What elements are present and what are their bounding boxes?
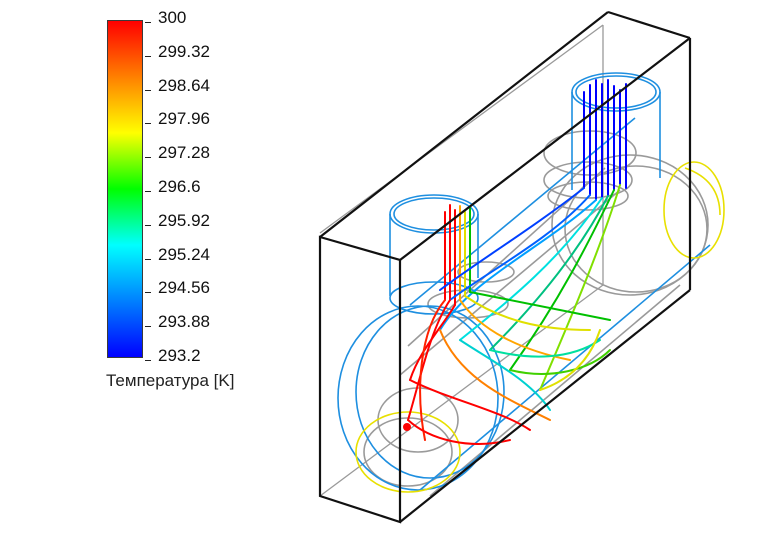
temperature-legend: 300 299.32 298.64 297.96 297.28 296.6 295.92 29… bbox=[0, 0, 290, 420]
colorbar-tick-mark bbox=[145, 326, 151, 328]
legend-title: Температура [K] bbox=[106, 371, 235, 390]
colorbar-tick-label: 293.88 bbox=[158, 312, 210, 332]
colorbar-tick-label: 297.28 bbox=[158, 143, 210, 163]
colorbar-tick-label: 298.64 bbox=[158, 75, 210, 95]
temperature-colorbar bbox=[107, 20, 143, 358]
colorbar-tick-mark bbox=[145, 224, 151, 226]
cold-inlet-lines bbox=[583, 79, 627, 201]
colorbar-tick-label: 296.6 bbox=[158, 177, 201, 196]
colorbar-tick-mark bbox=[145, 360, 151, 361]
colorbar-tick-mark bbox=[145, 292, 151, 294]
colorbar-tick-mark bbox=[145, 22, 151, 23]
colorbar-tick-label: 297.96 bbox=[158, 109, 210, 129]
back-cylinder-outlines bbox=[363, 130, 709, 497]
colorbar-tick-label: 295.24 bbox=[158, 244, 210, 264]
colorbar-tick-mark bbox=[145, 123, 151, 125]
colorbar-tick-mark bbox=[145, 157, 151, 159]
colorbar-tick-label: 294.56 bbox=[158, 278, 210, 298]
colorbar-tick-mark bbox=[145, 89, 151, 91]
colorbar-tick-label: 295.92 bbox=[158, 210, 210, 230]
colorbar-tick-mark bbox=[145, 258, 151, 260]
hidden-edges bbox=[319, 24, 604, 497]
colorbar-tick-label: 299.32 bbox=[158, 41, 210, 61]
flow-trajectories bbox=[403, 79, 627, 445]
body-outlines-blue bbox=[337, 72, 711, 491]
colorbar-tick-mark bbox=[145, 191, 151, 192]
colorbar-tick-label: 293.2 bbox=[158, 346, 201, 365]
body-outlines-yellow bbox=[355, 161, 725, 493]
colorbar-tick-mark bbox=[145, 55, 151, 57]
pipe-block-model bbox=[318, 10, 725, 524]
colorbar-tick-label: 300 bbox=[158, 8, 187, 27]
box-edges bbox=[318, 10, 692, 524]
